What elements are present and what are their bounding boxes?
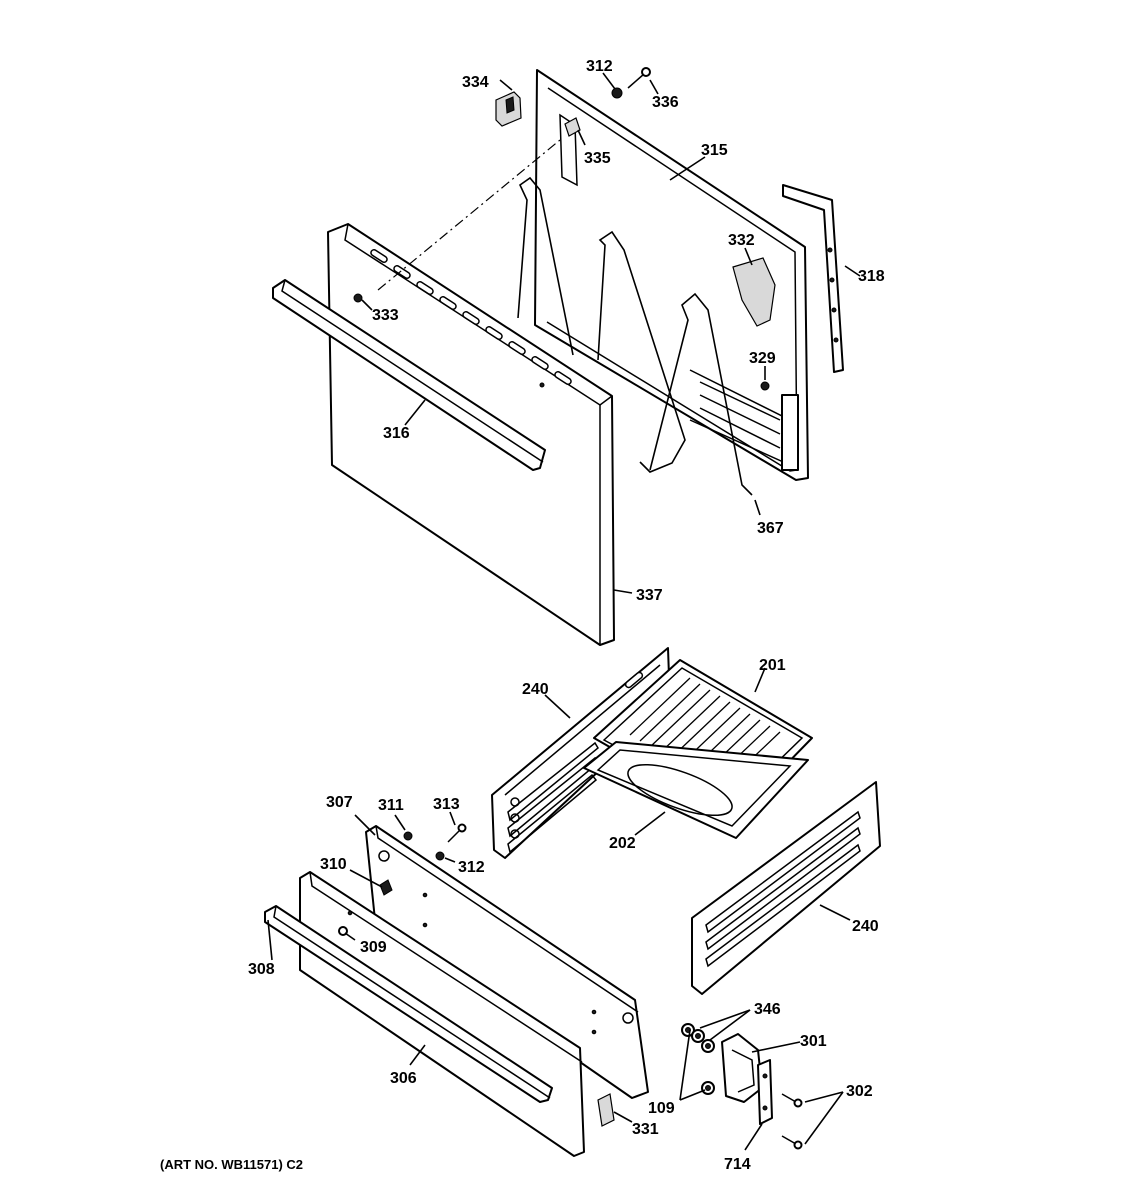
callout-334: 334 (462, 74, 489, 91)
callout-316: 316 (383, 425, 410, 442)
drawer-roller-331 (597, 1093, 615, 1127)
screws-302 (781, 1093, 803, 1150)
callout-240-left: 240 (522, 681, 549, 698)
callout-333: 333 (372, 307, 399, 324)
callout-329: 329 (749, 350, 776, 367)
door-inner-panel-315 (534, 69, 809, 481)
callout-201: 201 (759, 657, 786, 674)
callout-346: 346 (754, 1001, 781, 1018)
callout-312: 312 (586, 58, 613, 75)
callout-318: 318 (858, 268, 885, 285)
clip-335 (564, 117, 581, 137)
callout-336: 336 (652, 94, 679, 111)
callout-714: 714 (724, 1156, 751, 1173)
door-handle-316 (272, 279, 546, 471)
washer-311 (403, 831, 413, 841)
callout-308: 308 (248, 961, 275, 978)
insulation-332 (732, 257, 776, 327)
hinge-301 (721, 1033, 763, 1103)
callout-109: 109 (648, 1100, 675, 1117)
nut-312-top (611, 87, 623, 99)
callout-332: 332 (728, 232, 755, 249)
bracket-714 (757, 1059, 773, 1125)
door-springs-367 (517, 176, 753, 496)
door-outer-panel-337 (327, 223, 615, 646)
callout-306: 306 (390, 1070, 417, 1087)
callout-310: 310 (320, 856, 347, 873)
screw-329 (760, 381, 770, 391)
leader-lines (267, 72, 861, 1151)
callout-301: 301 (800, 1033, 827, 1050)
door-side-trim-318 (782, 184, 844, 373)
callout-312-lower: 312 (458, 859, 485, 876)
broiler-pan-202 (583, 741, 809, 839)
screw-313 (447, 823, 467, 843)
callout-313: 313 (433, 796, 460, 813)
callout-309: 309 (360, 939, 387, 956)
hinge-bracket-334 (495, 91, 522, 127)
art-number: (ART NO. WB11571) C2 (160, 1157, 303, 1172)
callout-337: 337 (636, 587, 663, 604)
drawer-handle-308 (264, 905, 553, 1103)
callout-240-right: 240 (852, 918, 879, 935)
callout-335: 335 (584, 150, 611, 167)
callout-302: 302 (846, 1083, 873, 1100)
clip-310 (379, 879, 393, 896)
callout-202: 202 (609, 835, 636, 852)
alignment-line (377, 139, 561, 291)
side-panel-240-right (691, 781, 881, 995)
callout-367: 367 (757, 520, 784, 537)
screw-336 (627, 67, 651, 89)
callout-331: 331 (632, 1121, 659, 1138)
nut-312-bottom (435, 851, 445, 861)
screw-333 (353, 293, 363, 303)
washers-346 (681, 1023, 715, 1095)
callout-315: 315 (701, 142, 728, 159)
callout-307: 307 (326, 794, 353, 811)
callout-311: 311 (378, 797, 404, 814)
